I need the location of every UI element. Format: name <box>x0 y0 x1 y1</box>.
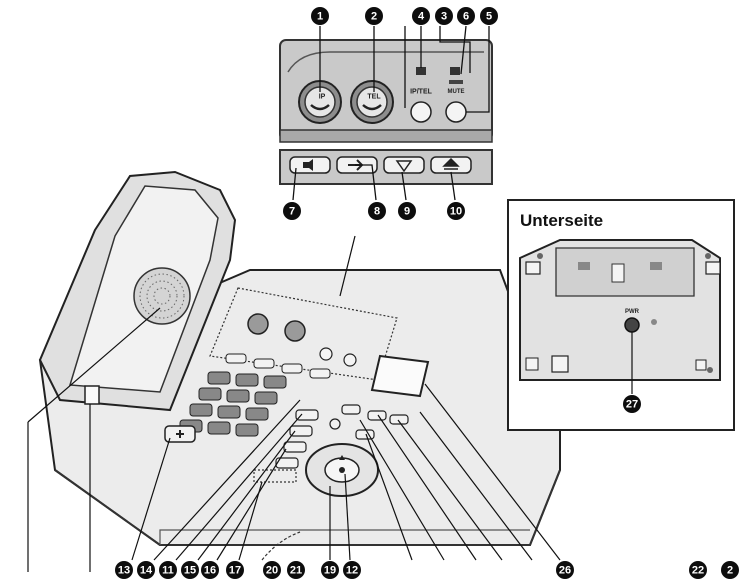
navigation-ring <box>305 443 379 497</box>
handset-icon <box>362 104 382 111</box>
callout-5: 5 <box>480 7 498 25</box>
callout-label: 4 <box>418 11 425 23</box>
callout-7: 7 <box>283 202 301 220</box>
arrow-up-icon <box>339 455 345 460</box>
callout-22: 22 <box>689 561 707 579</box>
callout-label: 22 <box>692 565 704 577</box>
callout-label: 1 <box>317 11 323 23</box>
callout-3: 3 <box>435 7 453 25</box>
monitor-icon <box>416 67 426 75</box>
callout-15: 15 <box>181 561 199 579</box>
callout-8: 8 <box>368 202 386 220</box>
callout-label: 11 <box>162 565 174 577</box>
callout-17: 17 <box>226 561 244 579</box>
zoom-panel-top: IP TEL IP/TEL MUTE <box>279 39 493 143</box>
callout-14: 14 <box>137 561 155 579</box>
callout-label: 15 <box>184 565 196 577</box>
inset-underside: Unterseite PWR <box>507 199 735 431</box>
zoom-panel-buttons <box>279 149 493 185</box>
eject-icon <box>442 157 460 170</box>
callout-label: 16 <box>204 565 216 577</box>
tel-button: TEL <box>350 80 394 124</box>
callout-label: 10 <box>450 206 462 218</box>
callout-10: 10 <box>447 202 465 220</box>
callout-27: 27 <box>623 395 641 413</box>
callout-19: 19 <box>321 561 339 579</box>
callout-label: 26 <box>559 565 571 577</box>
callout-label: 12 <box>346 565 358 577</box>
callout-label: 6 <box>463 11 469 23</box>
callout-4: 4 <box>412 7 430 25</box>
callout-label: 20 <box>266 565 278 577</box>
speaker-icon <box>303 159 313 171</box>
callout-9: 9 <box>398 202 416 220</box>
hook-switch <box>84 385 100 405</box>
keypad <box>179 371 287 437</box>
handset-icon <box>310 104 330 111</box>
callout-label: 7 <box>289 206 295 218</box>
row-leader-lines <box>292 164 456 201</box>
ip-tel-button: IP/TEL <box>410 67 433 123</box>
callout-label: 3 <box>441 11 447 23</box>
callout-16: 16 <box>201 561 219 579</box>
callout-2: 2 <box>365 7 383 25</box>
callout-12: 12 <box>343 561 361 579</box>
phone-body <box>38 170 561 561</box>
top-leader-lines <box>319 25 490 113</box>
callout-label: 8 <box>374 206 380 218</box>
speaker-grille <box>133 267 191 325</box>
bottom-leader-lines <box>27 235 561 572</box>
ip-button-label: IP <box>319 94 326 101</box>
callout-11: 11 <box>159 561 177 579</box>
triangle-down-icon <box>395 160 413 173</box>
lcd-display <box>370 354 430 398</box>
callout-label: 21 <box>290 565 302 577</box>
callout-label: 27 <box>626 399 638 411</box>
power-port-icon <box>624 317 640 333</box>
callout-6: 6 <box>457 7 475 25</box>
callout-label: 13 <box>118 565 130 577</box>
callout-1: 1 <box>311 7 329 25</box>
callout-2: 2 <box>721 561 739 579</box>
callout-label: 19 <box>324 565 336 577</box>
tel-button-label: TEL <box>367 94 381 101</box>
indicator-lamp <box>449 80 463 84</box>
callout-label: 2 <box>371 11 377 23</box>
ip-tel-label: IP/TEL <box>410 89 433 96</box>
callout-label: 9 <box>404 206 410 218</box>
power-port-label: PWR <box>625 309 640 315</box>
callout-label: 17 <box>229 565 241 577</box>
inset-title: Unterseite <box>520 211 603 230</box>
callout-label: 5 <box>486 11 492 23</box>
callout-20: 20 <box>263 561 281 579</box>
callout-label: 2 <box>727 565 733 577</box>
microphone-icon <box>450 67 460 75</box>
mute-label: MUTE <box>448 89 465 95</box>
callout-26: 26 <box>556 561 574 579</box>
volume-down-key <box>383 156 425 174</box>
callout-21: 21 <box>287 561 305 579</box>
callout-label: 14 <box>140 565 153 577</box>
callout-13: 13 <box>115 561 133 579</box>
